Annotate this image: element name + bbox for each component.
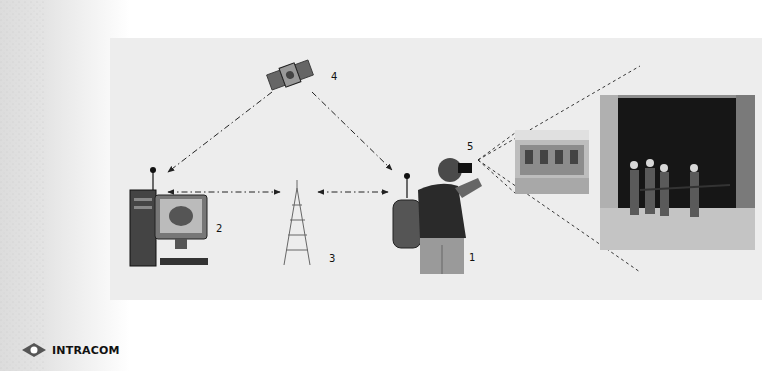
callout-number: 2	[216, 224, 222, 234]
callout-number: 3	[329, 254, 335, 264]
callout-number: 5	[467, 142, 473, 152]
company-logo: INTRACOM	[52, 345, 120, 356]
callout-number: 4	[331, 72, 337, 82]
callout-number: 1	[469, 253, 475, 263]
